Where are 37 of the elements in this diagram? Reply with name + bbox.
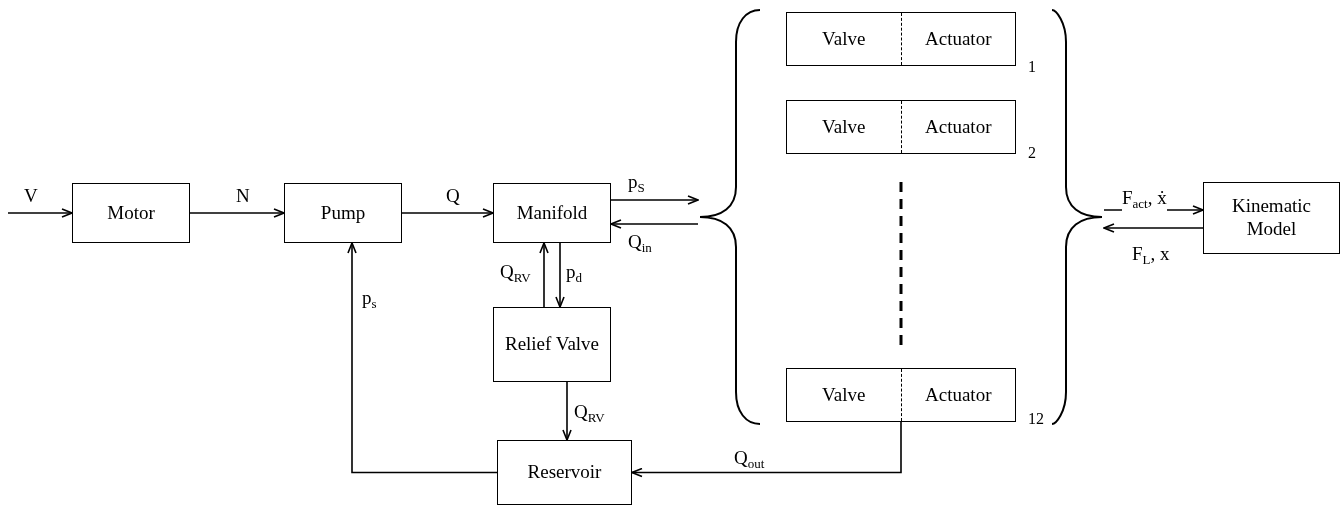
arrow: [631, 421, 902, 478]
block-label: Relief Valve: [503, 333, 601, 356]
block-label: Pump: [319, 201, 367, 225]
block-box: [786, 100, 1016, 154]
block-box: [493, 183, 611, 243]
block-label: Actuator: [924, 383, 993, 407]
index-number: 1: [1028, 58, 1036, 76]
block-label: Reservoir: [526, 461, 603, 484]
block-box: [1203, 182, 1340, 254]
block-box: [786, 368, 1016, 422]
block-label: Manifold: [515, 201, 589, 225]
block-label: Valve: [821, 27, 867, 51]
block-box: [72, 183, 190, 243]
arrow: [7, 208, 73, 218]
arrow: [610, 219, 699, 229]
block-label: Valve: [821, 383, 867, 407]
edge-label: Q: [446, 186, 460, 207]
block-label: Motor: [106, 201, 156, 225]
arrow: [189, 208, 285, 218]
index-number: 12: [1028, 410, 1044, 428]
arrow: [539, 242, 549, 308]
block-box: [284, 183, 402, 243]
block-label: Kinematic Model: [1230, 195, 1313, 241]
block-box: [497, 440, 632, 505]
block-box: [786, 12, 1016, 66]
block-label: Valve: [821, 115, 867, 139]
arrow: [1103, 223, 1204, 233]
block-label: Actuator: [924, 115, 993, 139]
arrow: [347, 242, 498, 474]
arrow: [555, 242, 565, 308]
arrow: [610, 195, 699, 205]
arrow: [401, 208, 494, 218]
block-box: [493, 307, 611, 382]
block-label: Actuator: [924, 27, 993, 51]
edge-label: F$_{act}$, ẋ: [1122, 188, 1167, 212]
index-number: 2: [1028, 144, 1036, 162]
arrow: [562, 381, 572, 441]
